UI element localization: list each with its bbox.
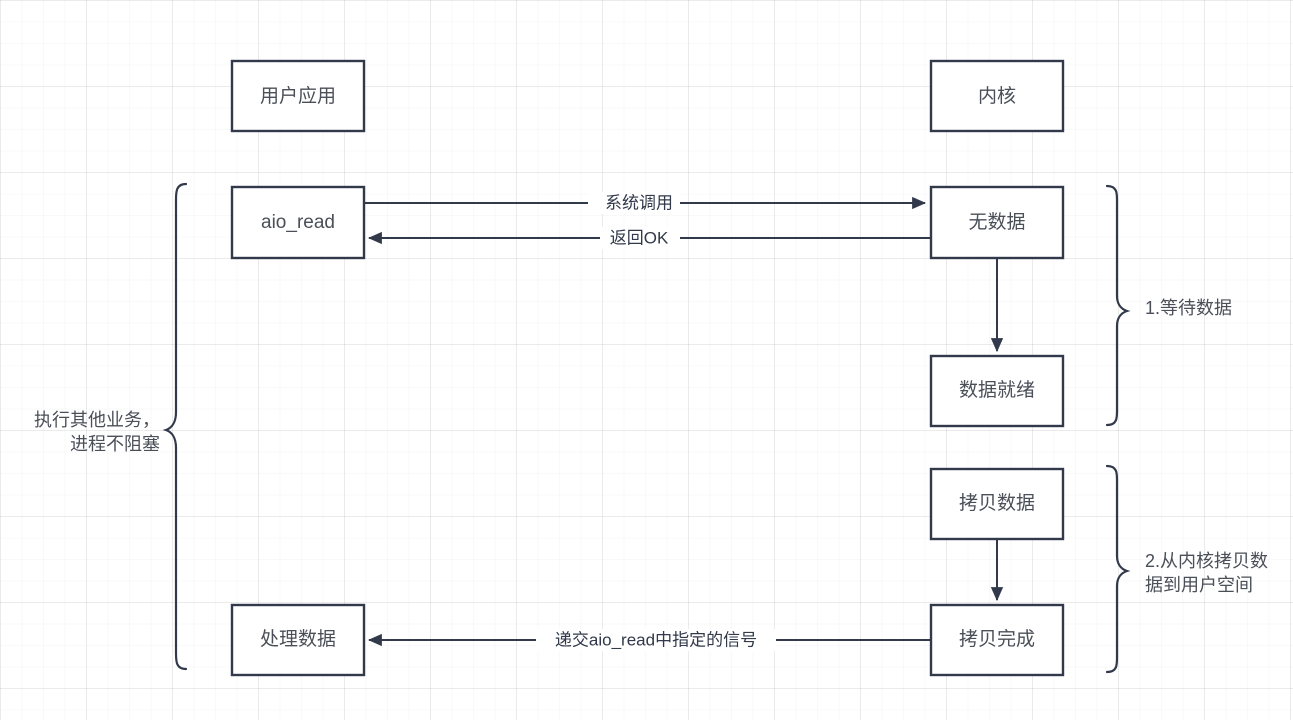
node-no-data-box[interactable] xyxy=(929,185,1065,260)
brace-left-path xyxy=(162,182,188,671)
node-process-data-label: 处理数据 xyxy=(260,628,336,650)
brace-right-1-path xyxy=(1105,184,1131,427)
brace-left-label-line2: 进程不阻塞 xyxy=(70,434,160,454)
edge-return-ok-label-bg xyxy=(600,227,680,249)
edge-signal-label-bg xyxy=(536,629,776,651)
brace-right-1-label: 1.等待数据 xyxy=(1145,298,1232,318)
node-user-app-box[interactable] xyxy=(230,59,366,133)
node-no-data[interactable]: 无数据 xyxy=(929,185,1065,260)
edge-syscall-label: 系统调用 xyxy=(605,193,673,212)
node-copy-data-label: 拷贝数据 xyxy=(959,492,1035,514)
node-copy-data-box[interactable] xyxy=(929,467,1065,541)
node-process-data[interactable]: 处理数据 xyxy=(230,603,366,677)
node-no-data-label: 无数据 xyxy=(968,211,1025,233)
node-aio-read[interactable]: aio_read xyxy=(230,185,366,260)
brace-left-nonblocking: 执行其他业务， 进程不阻塞 xyxy=(34,182,188,671)
node-copy-done-box[interactable] xyxy=(929,603,1065,677)
brace-right-wait-data: 1.等待数据 xyxy=(1105,184,1232,427)
node-copy-done-label: 拷贝完成 xyxy=(959,628,1035,650)
brace-right-copy-to-user: 2.从内核拷贝数 据到用户空间 xyxy=(1105,464,1268,674)
node-user-app[interactable]: 用户应用 xyxy=(230,59,366,133)
edge-syscall-label-bg xyxy=(588,192,680,214)
brace-right-2-path xyxy=(1105,464,1131,674)
edge-return-ok-label: 返回OK xyxy=(610,228,669,247)
brace-right-2-label-line1: 2.从内核拷贝数 xyxy=(1145,551,1268,571)
edge-signal-label: 递交aio_read中指定的信号 xyxy=(555,630,757,649)
node-kernel[interactable]: 内核 xyxy=(929,59,1065,133)
node-copy-data[interactable]: 拷贝数据 xyxy=(929,467,1065,541)
brace-left-label-line1: 执行其他业务， xyxy=(34,410,160,430)
node-data-ready[interactable]: 数据就绪 xyxy=(929,354,1065,428)
node-aio-read-label: aio_read xyxy=(261,212,335,233)
node-data-ready-label: 数据就绪 xyxy=(959,379,1035,401)
node-user-app-label: 用户应用 xyxy=(260,85,336,107)
node-process-data-box[interactable] xyxy=(230,603,366,677)
brace-right-2-label-line2: 据到用户空间 xyxy=(1145,575,1253,595)
node-data-ready-box[interactable] xyxy=(929,354,1065,428)
node-copy-done[interactable]: 拷贝完成 xyxy=(929,603,1065,677)
node-kernel-label: 内核 xyxy=(978,85,1016,107)
node-kernel-box[interactable] xyxy=(929,59,1065,133)
node-aio-read-box[interactable] xyxy=(230,185,366,260)
